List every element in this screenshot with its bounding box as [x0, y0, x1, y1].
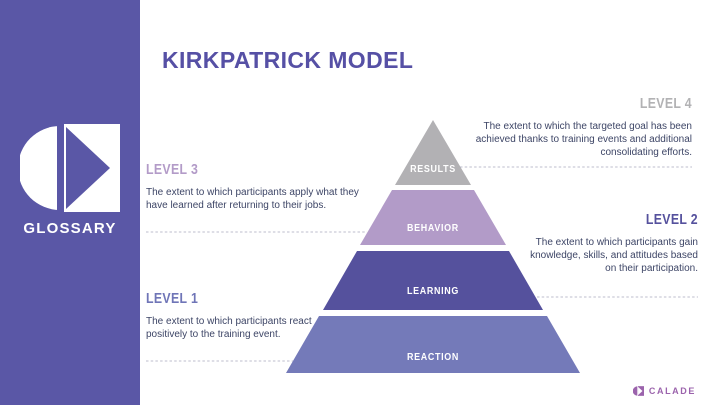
glossary-logo-icon: [20, 123, 120, 213]
pyramid-label-reaction: REACTION: [406, 351, 460, 363]
sidebar: GLOSSARY: [0, 0, 140, 405]
level3-heading: LEVEL 3: [146, 162, 199, 178]
page-title: KIRKPATRICK MODEL: [162, 47, 414, 73]
level3-description: The extent to which participants apply w…: [146, 187, 359, 211]
pyramid-label-learning: LEARNING: [406, 285, 460, 297]
pyramid-segment-reaction: [286, 316, 580, 373]
level1-description: The extent to which participants react p…: [146, 316, 312, 340]
level2-block: LEVEL 2 The extent to which participants…: [526, 212, 698, 275]
sidebar-glossary-label: GLOSSARY: [23, 220, 117, 237]
calade-brand-text: CALADE: [648, 386, 696, 396]
footer-brand: CALADE: [632, 386, 696, 396]
level3-block: LEVEL 3 The extent to which participants…: [146, 162, 364, 212]
calade-logo-icon: [632, 386, 644, 396]
pyramid-segment-results: [395, 120, 471, 185]
level2-heading: LEVEL 2: [645, 212, 698, 228]
pyramid-segment-learning: [323, 251, 543, 310]
pyramid-label-results: RESULTS: [410, 163, 456, 175]
level4-block: LEVEL 4 The extent to which the targeted…: [460, 96, 692, 159]
pyramid-segment-behavior: [360, 190, 506, 245]
level2-description: The extent to which participants gain kn…: [530, 237, 698, 274]
pyramid-label-behavior: BEHAVIOR: [407, 222, 459, 234]
level1-heading: LEVEL 1: [146, 291, 199, 307]
level1-block: LEVEL 1 The extent to which participants…: [146, 291, 318, 341]
level4-description: The extent to which the targeted goal ha…: [475, 121, 692, 158]
level4-heading: LEVEL 4: [639, 96, 692, 112]
